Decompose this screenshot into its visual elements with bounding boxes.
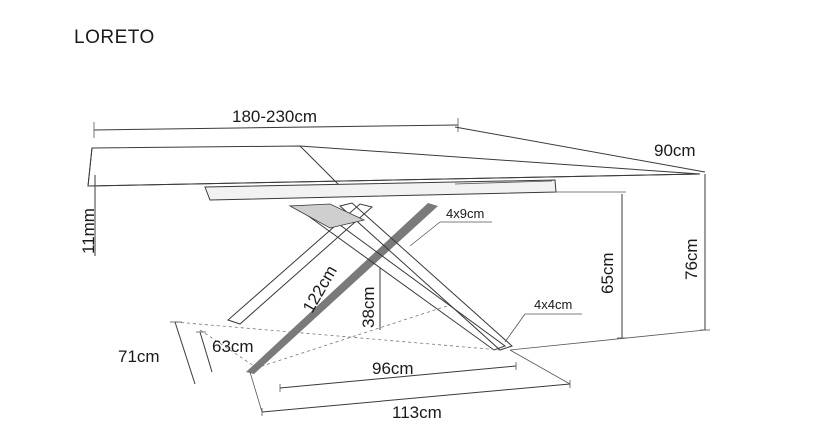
dim-leg-profile-top: 4x9cm <box>409 206 492 247</box>
thickness-label: 11mm <box>79 208 98 254</box>
depth-label: 90cm <box>654 141 696 160</box>
dim-base-depth-outer: 71cm <box>118 321 196 385</box>
dim-height-frame: 65cm <box>556 191 627 339</box>
base-inner-length-label: 96cm <box>372 359 414 378</box>
dim-leg-profile-bottom: 4x4cm <box>504 297 582 343</box>
leg-profile-top-label: 4x9cm <box>446 206 484 221</box>
base-outer-length-label: 113cm <box>392 403 442 422</box>
table-legs <box>227 202 513 374</box>
dim-base-depth-inner: 63cm <box>196 331 254 373</box>
table-top <box>87 145 701 187</box>
height-total-label: 76cm <box>682 238 701 280</box>
dim-height-total: 76cm <box>509 174 710 351</box>
length-label: 180-230cm <box>232 107 317 126</box>
dim-cross-height: 38cm <box>359 268 381 330</box>
floor-outline <box>174 304 501 371</box>
dim-leg-length: 122cm <box>299 262 341 316</box>
product-title: LORETO <box>74 27 155 48</box>
cross-height-label: 38cm <box>359 286 378 328</box>
leg-length-label: 122cm <box>299 262 341 316</box>
dim-top-thickness: 11mm <box>79 175 100 256</box>
leg-profile-bottom-label: 4x4cm <box>534 297 572 312</box>
dim-depth: 90cm <box>454 126 706 173</box>
base-depth-inner-label: 63cm <box>212 337 254 356</box>
dim-base-inner-length: 96cm <box>279 359 517 392</box>
base-depth-outer-label: 71cm <box>118 347 160 366</box>
height-frame-label: 65cm <box>598 252 617 294</box>
dim-length: 180-230cm <box>93 107 459 138</box>
dim-base-outer-length: 113cm <box>249 349 571 422</box>
